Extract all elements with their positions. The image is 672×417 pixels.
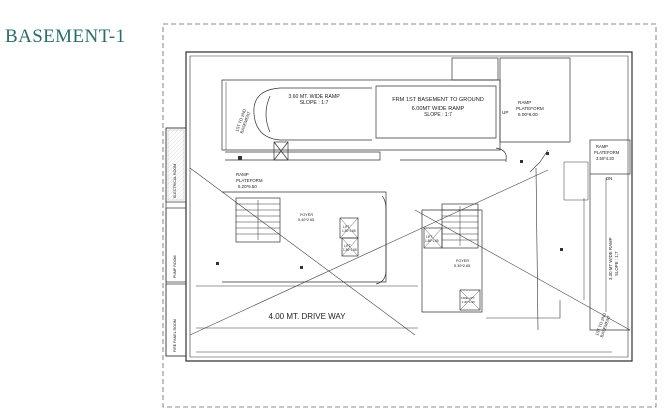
foyer-left-dim: 5.40*2.65 [298,218,314,222]
top-ramp [221,57,571,162]
lift-right-label: LIFT [426,235,433,239]
left-wall-label-2: PUMP ROOM [173,255,177,278]
lift-left-dim: 1.50*1.65 [342,229,356,233]
up-label: UP [502,110,508,115]
lift-left-2-label: LIFT [344,244,351,248]
ramp-plat-top-label: RAMP [518,100,531,105]
page-title: BASEMENT-1 [5,26,126,47]
fire-lift-label: FIRE LIFT [461,296,475,300]
right-core [421,203,483,313]
ramp-slope-label: SLOPE : 1:7 [300,100,329,106]
ramp-right-slope-label: SLOPE : 1:7 [614,251,619,276]
ramp-plat-right-label-2: PLATEFORM [594,150,620,155]
ramp-plat-top-dim: 6.00*6.00 [518,112,538,117]
plot-boundary [162,23,657,408]
ramp-plat-left-label-2: PLATEFORM [236,178,263,183]
left-wall-label-3: FIRE PANEL ROOM [173,319,177,352]
to-ground-label: FRM 1ST BASEMENT TO GROUND [392,97,484,103]
left-core [222,191,387,285]
foyer-right-label: FOYER [456,259,469,263]
column-markers [216,152,563,269]
ramp-plat-left-dim: 5.20*6.50 [238,184,257,189]
dn-label: DN [606,176,612,181]
drive-way [196,149,612,353]
left-service-strip [165,127,187,357]
diagonal-lines [189,167,631,336]
foyer-right-dim: 5.30*2.65 [454,264,470,268]
lift-right-dim: 1.80*1.65 [425,239,439,243]
lift-left-label: LIFT [343,225,350,229]
foyer-left-label: FOYER [300,213,313,217]
ramp-wide-label: 3.60 MT. WIDE RAMP [288,94,340,100]
fire-lift-dim: 1.80*1.65 [462,300,475,304]
ramp-right-wide-label: 3.30 MT WIDE RAMP [608,237,613,280]
ramp-plat-right-label: RAMP [596,144,608,149]
ramp-plat-left-label: RAMP [236,172,249,177]
ramp-wide-2-label: 6.00MT WIDE RAMP [412,106,465,112]
drive-way-label: 4.00 MT. DRIVE WAY [269,312,347,321]
slope-2-label: SLOPE : 1:7 [424,112,452,118]
right-ramp [563,139,631,331]
ramp-plat-top-label-2: PLATEFORM [516,106,544,111]
ramp-plat-right-dim: 3.50*4.30 [596,156,615,161]
lift-left-2-dim: 1.50*1.65 [343,248,357,252]
left-wall-label-1: ELECTRICAL ROOM [173,164,177,198]
